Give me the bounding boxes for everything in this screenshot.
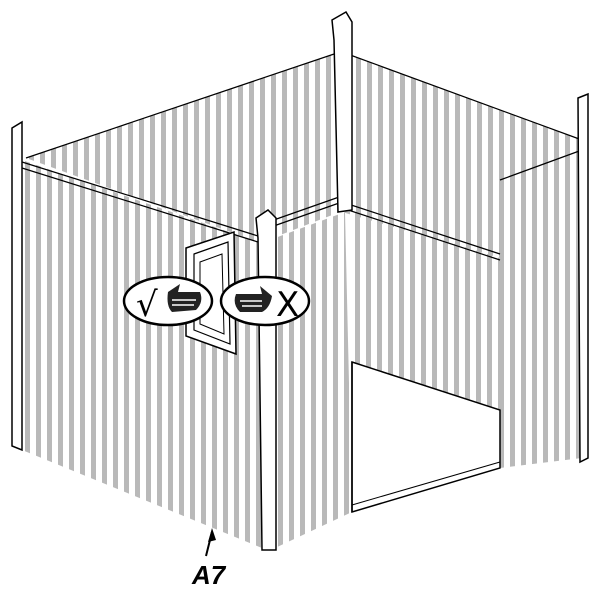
wall-stripe: [69, 160, 74, 548]
wall-stripe: [190, 160, 195, 548]
wall-stripe: [146, 160, 151, 548]
wall-stripe: [410, 212, 415, 410]
wall-stripe: [205, 52, 210, 242]
wall-stripe: [532, 52, 537, 468]
correct-orientation-indicator: √: [122, 275, 214, 327]
wall-stripe: [58, 160, 63, 548]
wall-stripe: [238, 52, 243, 242]
wall-stripe: [366, 212, 371, 410]
wall-stripe: [487, 212, 492, 410]
left-wall-panel: [25, 160, 261, 548]
wall-stripe: [443, 212, 448, 410]
wall-stripe: [128, 52, 133, 242]
wall-stripe: [465, 212, 470, 410]
wall-stripe: [388, 212, 393, 410]
wall-stripe: [227, 52, 232, 242]
wall-stripe: [565, 52, 570, 468]
right-corner-post: [577, 92, 589, 464]
wall-stripe: [344, 212, 349, 548]
wall-stripe: [194, 52, 199, 242]
wall-stripe: [499, 52, 504, 468]
wall-stripe: [377, 212, 382, 410]
wall-stripe: [245, 160, 250, 548]
panel-arrow-icon: [205, 528, 216, 557]
wall-stripe: [271, 52, 276, 242]
wall-stripe: [554, 52, 559, 468]
top-rails: [21, 51, 583, 261]
wall-stripe: [476, 212, 481, 410]
wall-stripe: [278, 212, 283, 548]
wall-stripe: [62, 52, 67, 242]
wall-stripe: [135, 160, 140, 548]
wall-stripe: [117, 52, 122, 242]
wall-stripe: [543, 52, 548, 468]
wall-stripe: [322, 212, 327, 548]
wall-stripe: [289, 212, 294, 548]
wall-stripe: [223, 160, 228, 548]
wall-stripe: [25, 160, 30, 548]
wall-stripe: [304, 52, 309, 242]
left-corner-post: [11, 120, 23, 452]
wall-stripe: [150, 52, 155, 242]
correct-mark: √: [136, 285, 158, 325]
wall-stripe: [399, 212, 404, 410]
wall-stripe: [172, 52, 177, 242]
part-label-a7: A7: [191, 560, 227, 590]
wall-stripe: [183, 52, 188, 242]
wall-stripe: [124, 160, 129, 548]
wall-stripe: [84, 52, 89, 242]
wall-stripe: [510, 52, 515, 468]
wall-stripe: [139, 52, 144, 242]
wrong-orientation-icon: [234, 286, 272, 312]
inner-wall-panel: [355, 212, 500, 410]
wall-stripe: [300, 212, 305, 548]
wall-stripe: [36, 160, 41, 548]
wall-stripe: [161, 52, 166, 242]
wall-stripe: [432, 212, 437, 410]
wall-stripe: [201, 160, 206, 548]
wall-stripe: [212, 160, 217, 548]
wall-stripe: [73, 52, 78, 242]
wall-stripe: [355, 212, 360, 410]
wall-stripe: [260, 52, 265, 242]
wall-stripe: [91, 160, 96, 548]
wall-stripe: [315, 52, 320, 242]
wall-stripe: [216, 52, 221, 242]
wall-stripe: [102, 160, 107, 548]
wall-stripe: [95, 52, 100, 242]
wall-stripe: [249, 52, 254, 242]
wall-stripe: [311, 212, 316, 548]
back-corner-post: [331, 10, 353, 213]
front-right-wall-panel: [278, 212, 349, 548]
wall-stripe: [106, 52, 111, 242]
wall-stripe: [521, 52, 526, 468]
wall-stripe: [282, 52, 287, 242]
check-orientation-icon: [167, 284, 202, 312]
wall-stripe: [168, 160, 173, 548]
wall-stripe: [179, 160, 184, 548]
incorrect-mark: X: [276, 285, 299, 325]
wall-stripe: [80, 160, 85, 548]
wall-stripe: [454, 212, 459, 410]
wall-stripe: [293, 52, 298, 242]
wall-stripe: [256, 160, 261, 548]
wall-stripe: [421, 212, 426, 410]
incorrect-orientation-indicator: X: [219, 275, 311, 327]
wall-stripe: [333, 212, 338, 548]
wall-stripe: [157, 160, 162, 548]
wall-stripe: [498, 212, 500, 410]
wall-stripe: [326, 52, 331, 242]
wall-stripe: [47, 160, 52, 548]
wall-stripe: [113, 160, 118, 548]
back-left-wall-panel: [29, 52, 340, 242]
